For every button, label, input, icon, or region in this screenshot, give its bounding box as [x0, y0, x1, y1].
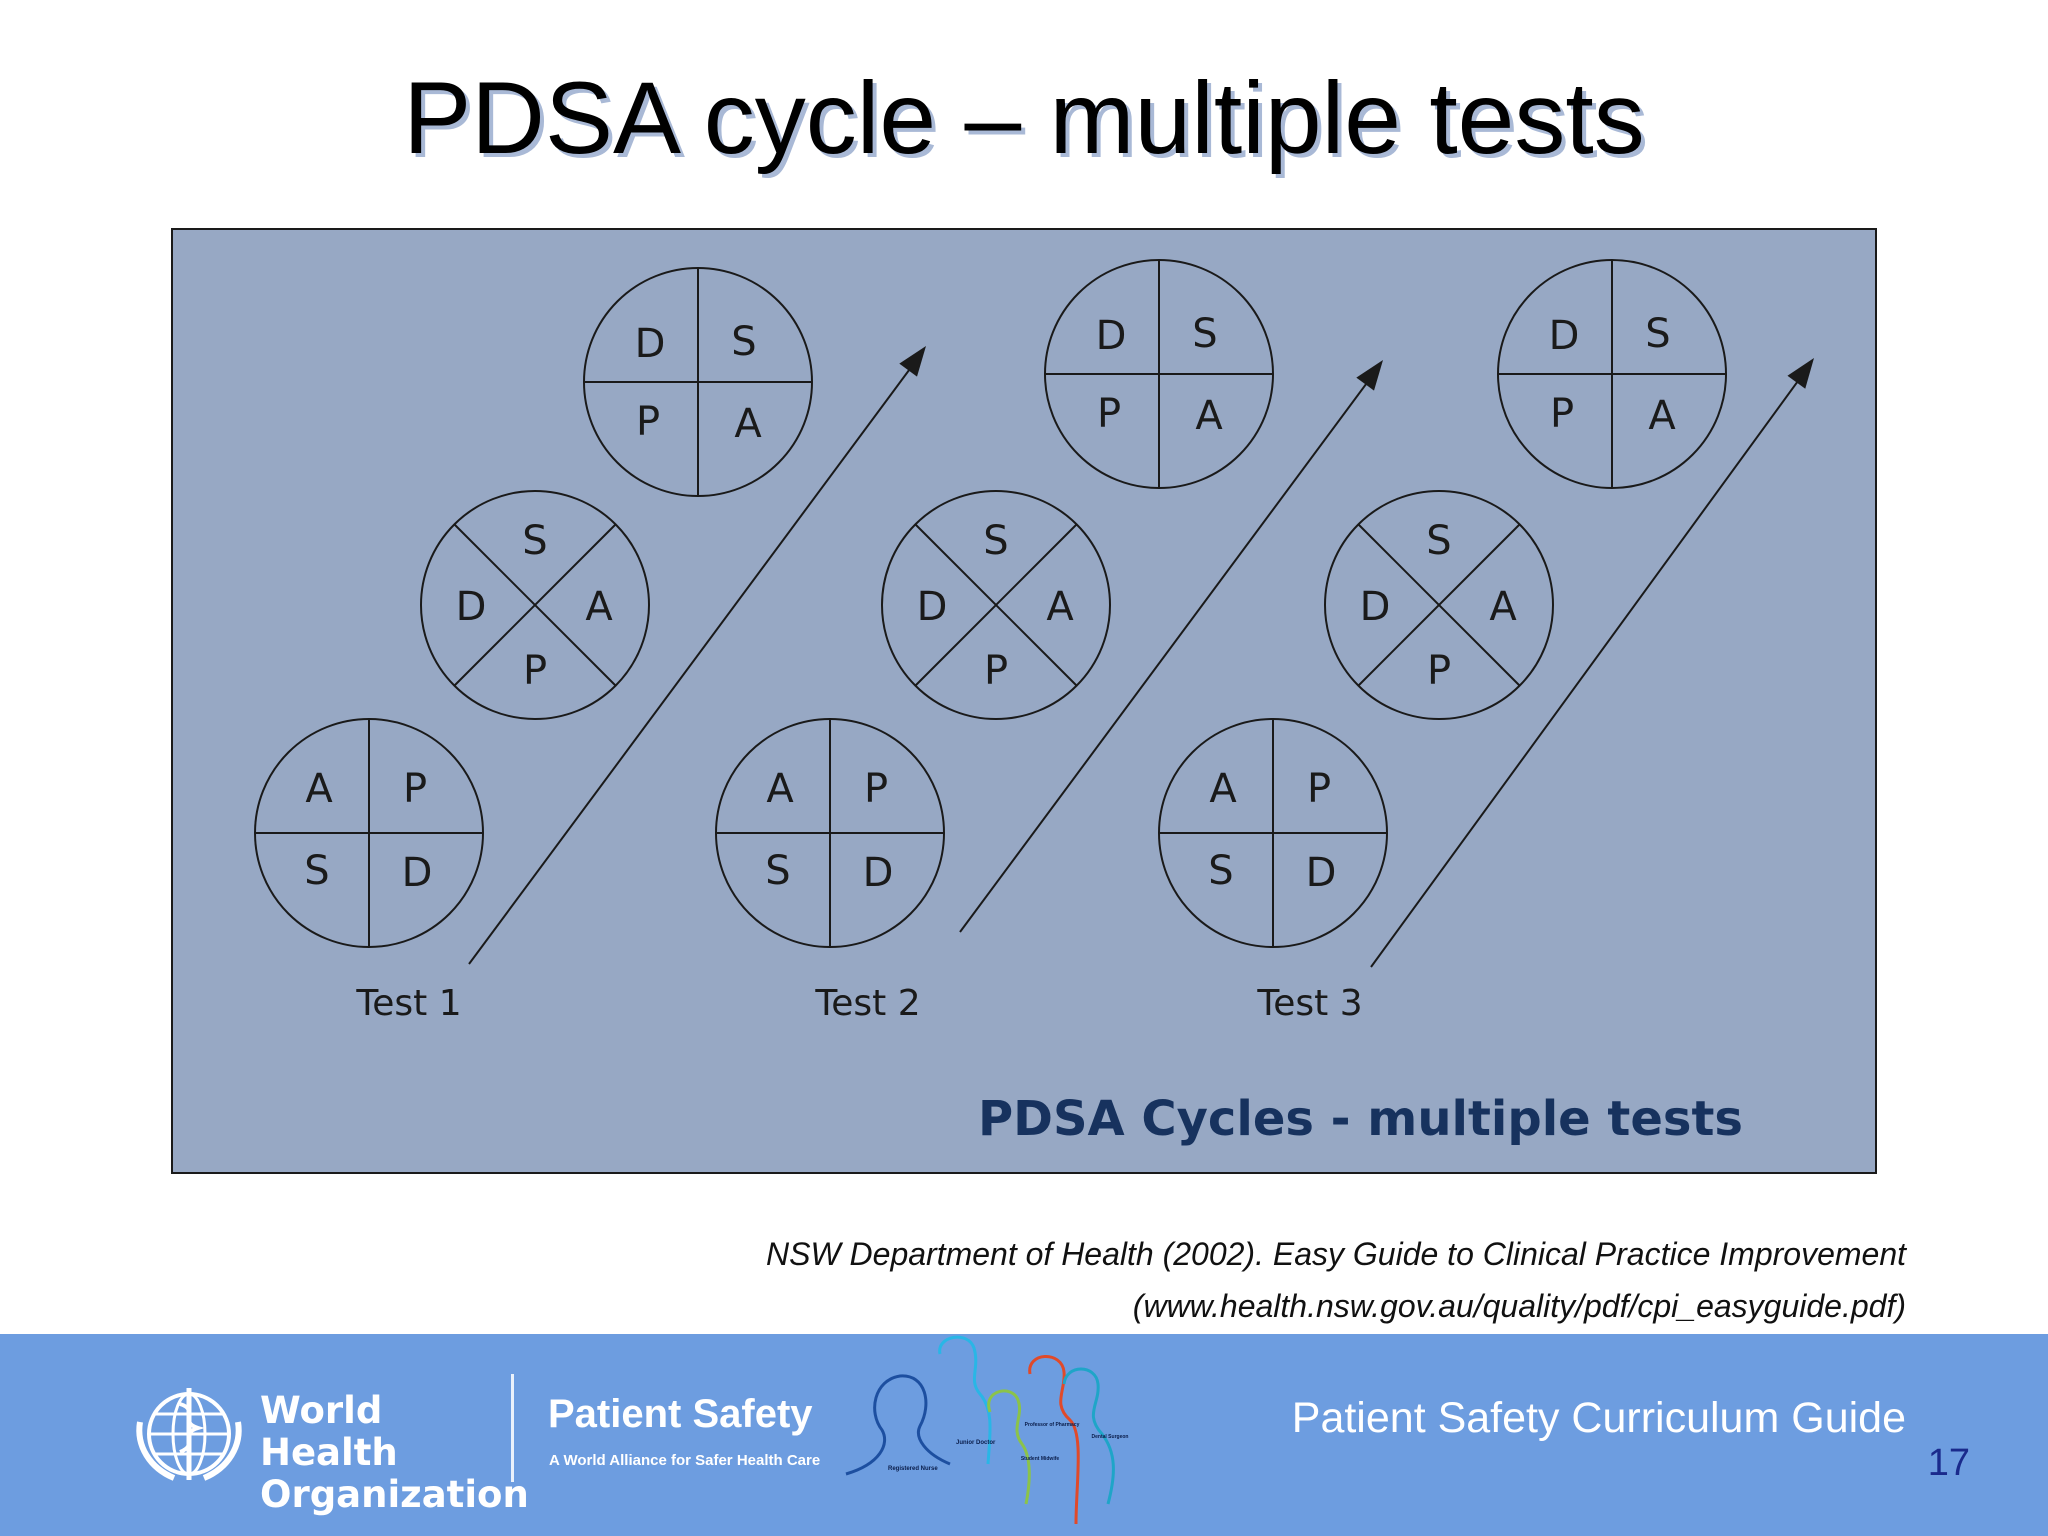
- circle-divider: [453, 523, 617, 687]
- quadrant-letter: P: [403, 766, 427, 812]
- citation-line-2: (www.health.nsw.gov.au/quality/pdf/cpi_e…: [1132, 1288, 1906, 1324]
- pdsa-circle-middle: [881, 490, 1111, 720]
- quadrant-letter: A: [1209, 766, 1237, 812]
- quadrant-letter: A: [1648, 393, 1676, 439]
- arrow-head: [1787, 358, 1814, 389]
- quadrant-letter: A: [305, 766, 333, 812]
- quadrant-letter: D: [1360, 584, 1391, 630]
- quadrant-letter: S: [983, 518, 1008, 564]
- circle-divider: [1357, 523, 1521, 687]
- quadrant-letter: D: [1096, 313, 1127, 359]
- quadrant-letter: P: [1307, 766, 1331, 812]
- quadrant-letter: D: [917, 584, 948, 630]
- quadrant-letter: S: [1192, 311, 1217, 357]
- quadrant-letter: D: [635, 321, 666, 367]
- quadrant-letter: A: [585, 584, 613, 630]
- footer-bar: World Health Organization Patient Safety…: [0, 1334, 2048, 1536]
- quadrant-letter: D: [402, 850, 433, 896]
- who-name-line-1: World Health: [260, 1389, 398, 1474]
- health-workers-illustration: Registered Nurse Junior Doctor Professor…: [845, 1335, 1129, 1525]
- pdsa-circle-middle: [1324, 490, 1554, 720]
- quadrant-letter: P: [523, 648, 547, 694]
- quadrant-letter: D: [456, 584, 487, 630]
- arrow-head: [899, 346, 926, 377]
- figure-caption: PDSA Cycles - multiple tests: [978, 1091, 1743, 1147]
- arrow-head: [1356, 360, 1383, 391]
- progression-arrow: [1370, 369, 1807, 968]
- patient-safety-title: Patient Safety: [548, 1392, 813, 1436]
- people-label-registered-nurse: Registered Nurse: [888, 1466, 938, 1472]
- curriculum-guide-title: Patient Safety Curriculum Guide: [1291, 1394, 1906, 1442]
- who-emblem-icon: [136, 1388, 242, 1481]
- people-label-professor-of-pharmacy: Professor of Pharmacy: [1025, 1422, 1080, 1428]
- quadrant-letter: S: [304, 848, 329, 894]
- pdsa-circle-middle: [420, 490, 650, 720]
- who-name-line-2: Organization: [260, 1473, 529, 1516]
- quadrant-letter: P: [636, 399, 660, 445]
- quadrant-letter: D: [863, 850, 894, 896]
- quadrant-letter: P: [1550, 391, 1574, 437]
- quadrant-letter: P: [984, 648, 1008, 694]
- quadrant-letter: P: [864, 766, 888, 812]
- test-label: Test 3: [1256, 983, 1362, 1024]
- test-label: Test 1: [355, 983, 461, 1024]
- people-label-dental-surgeon: Dental Surgeon: [1092, 1434, 1129, 1440]
- quadrant-letter: A: [1046, 584, 1074, 630]
- page-number: 17: [1927, 1442, 1970, 1484]
- quadrant-letter: A: [1195, 393, 1223, 439]
- circle-divider: [914, 523, 1078, 687]
- quadrant-letter: P: [1097, 391, 1121, 437]
- progression-arrow: [468, 357, 919, 965]
- quadrant-letter: S: [1426, 518, 1451, 564]
- patient-safety-subtitle: A World Alliance for Safer Health Care: [549, 1452, 821, 1469]
- people-label-student-midwife: Student Midwife: [1021, 1456, 1060, 1462]
- quadrant-letter: A: [766, 766, 794, 812]
- progression-arrow: [959, 371, 1376, 933]
- people-label-junior-doctor: Junior Doctor: [956, 1440, 996, 1446]
- who-name: World Health Organization: [260, 1389, 529, 1516]
- test-label: Test 2: [814, 983, 920, 1024]
- citation-line-1: NSW Department of Health (2002). Easy Gu…: [765, 1236, 1906, 1272]
- quadrant-letter: P: [1427, 648, 1451, 694]
- quadrant-letter: S: [731, 319, 756, 365]
- quadrant-letter: S: [522, 518, 547, 564]
- quadrant-letter: S: [1208, 848, 1233, 894]
- footer-divider: [511, 1374, 514, 1482]
- quadrant-letter: S: [1645, 311, 1670, 357]
- quadrant-letter: D: [1306, 850, 1337, 896]
- quadrant-letter: A: [734, 401, 762, 447]
- quadrant-letter: A: [1489, 584, 1517, 630]
- quadrant-letter: D: [1549, 313, 1580, 359]
- quadrant-letter: S: [765, 848, 790, 894]
- slide-title: PDSA cycle – multiple tests: [403, 61, 1645, 175]
